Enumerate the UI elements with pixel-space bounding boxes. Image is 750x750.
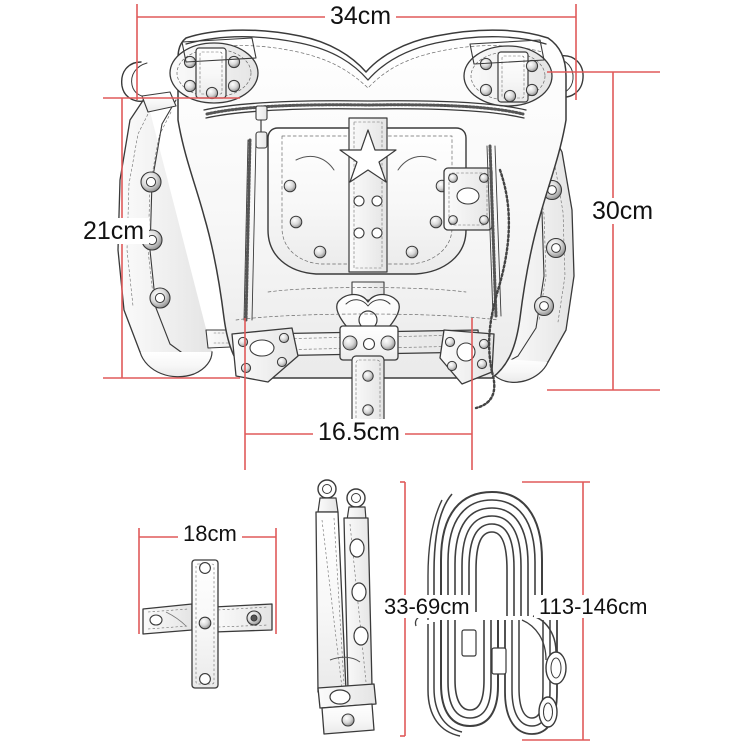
top-zipper [203, 100, 527, 149]
dimension-label-left-height: 21cm [78, 218, 150, 244]
shoulder-strap-illustration [414, 491, 567, 737]
lower-buckle-assembly [257, 281, 481, 431]
right-rivet-plate [463, 39, 553, 107]
dimension-label-top-width: 34cm [325, 3, 397, 29]
cross-belt-piece-illustration [142, 559, 273, 689]
dimension-label-shoulder-strap-length: 113-146cm [534, 595, 653, 618]
main-bag-illustration [117, 29, 584, 431]
leg-strap-illustration [315, 479, 377, 735]
left-rivet-plate [169, 37, 259, 104]
dimension-label-leg-strap-length: 33-69cm [379, 595, 475, 618]
left-lower-tab [231, 327, 299, 383]
front-flap-pocket [267, 117, 467, 275]
right-lower-tab [439, 329, 495, 385]
side-accessory-pouch [443, 167, 493, 231]
dimension-label-belt-piece-width: 18cm [178, 522, 242, 545]
dimension-label-right-height: 30cm [587, 198, 659, 224]
left-hanging-strap [117, 61, 255, 378]
dimension-label-bottom-width: 16.5cm [313, 419, 405, 445]
